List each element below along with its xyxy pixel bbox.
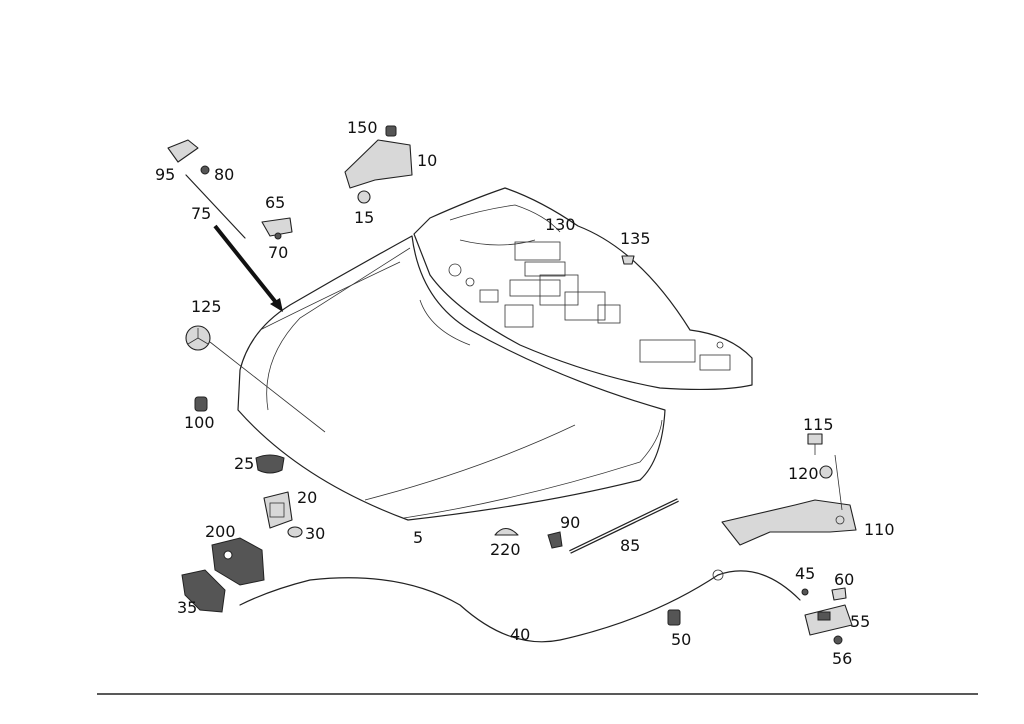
label-80: 80 <box>214 165 234 184</box>
release-handle <box>804 604 853 636</box>
washer <box>819 465 833 479</box>
label-75: 75 <box>191 204 211 223</box>
bolt <box>807 433 823 455</box>
label-90: 90 <box>560 513 580 532</box>
ball-stud <box>547 531 563 549</box>
release-cable <box>239 569 801 643</box>
bowden-holder <box>667 609 681 626</box>
label-45: 45 <box>795 564 815 583</box>
label-95: 95 <box>155 165 175 184</box>
clip <box>287 526 303 538</box>
label-15: 15 <box>354 208 374 227</box>
handle-clip <box>831 587 847 601</box>
bumper-stop <box>494 527 519 536</box>
cable-end <box>801 588 809 596</box>
label-5: 5 <box>413 528 423 547</box>
label-56: 56 <box>832 649 852 668</box>
label-50: 50 <box>671 630 691 649</box>
label-200: 200 <box>205 522 236 541</box>
hood-panel <box>237 235 666 521</box>
label-60: 60 <box>834 570 854 589</box>
label-70: 70 <box>268 243 288 262</box>
label-40: 40 <box>510 625 530 644</box>
gas-strut <box>569 498 679 554</box>
direction-arrow <box>213 224 283 312</box>
handle-screw <box>833 635 843 645</box>
part-labels: 5 10 15 20 25 30 35 40 45 50 55 56 60 65… <box>155 118 895 668</box>
hood-catch <box>181 569 226 613</box>
label-20: 20 <box>297 488 317 507</box>
hinge-screw <box>385 125 397 137</box>
star-emblem <box>185 325 326 433</box>
label-135: 135 <box>620 229 651 248</box>
insulation-mat <box>413 187 753 391</box>
rod-clip <box>200 165 210 175</box>
label-85: 85 <box>620 536 640 555</box>
label-220: 220 <box>490 540 521 559</box>
label-130: 130 <box>545 215 576 234</box>
label-55: 55 <box>850 612 870 631</box>
mat-clip <box>621 255 635 265</box>
latch-bracket <box>263 491 293 529</box>
label-115: 115 <box>803 415 834 434</box>
bracket-clip <box>274 232 282 240</box>
label-120: 120 <box>788 464 819 483</box>
hinge-bracket-right <box>721 454 857 546</box>
label-150: 150 <box>347 118 378 137</box>
label-10: 10 <box>417 151 437 170</box>
hinge <box>344 139 413 189</box>
label-25: 25 <box>234 454 254 473</box>
rod-bracket <box>261 217 293 237</box>
label-65: 65 <box>265 193 285 212</box>
label-110: 110 <box>864 520 895 539</box>
prop-rod-holder <box>167 139 199 163</box>
rubber-buffer <box>194 396 208 412</box>
label-30: 30 <box>305 524 325 543</box>
grommet <box>255 454 285 474</box>
prop-rod <box>185 174 246 239</box>
label-125: 125 <box>191 297 222 316</box>
hood-lock <box>211 537 265 586</box>
label-100: 100 <box>184 413 215 432</box>
label-35: 35 <box>177 598 197 617</box>
hinge-nut <box>357 190 371 204</box>
